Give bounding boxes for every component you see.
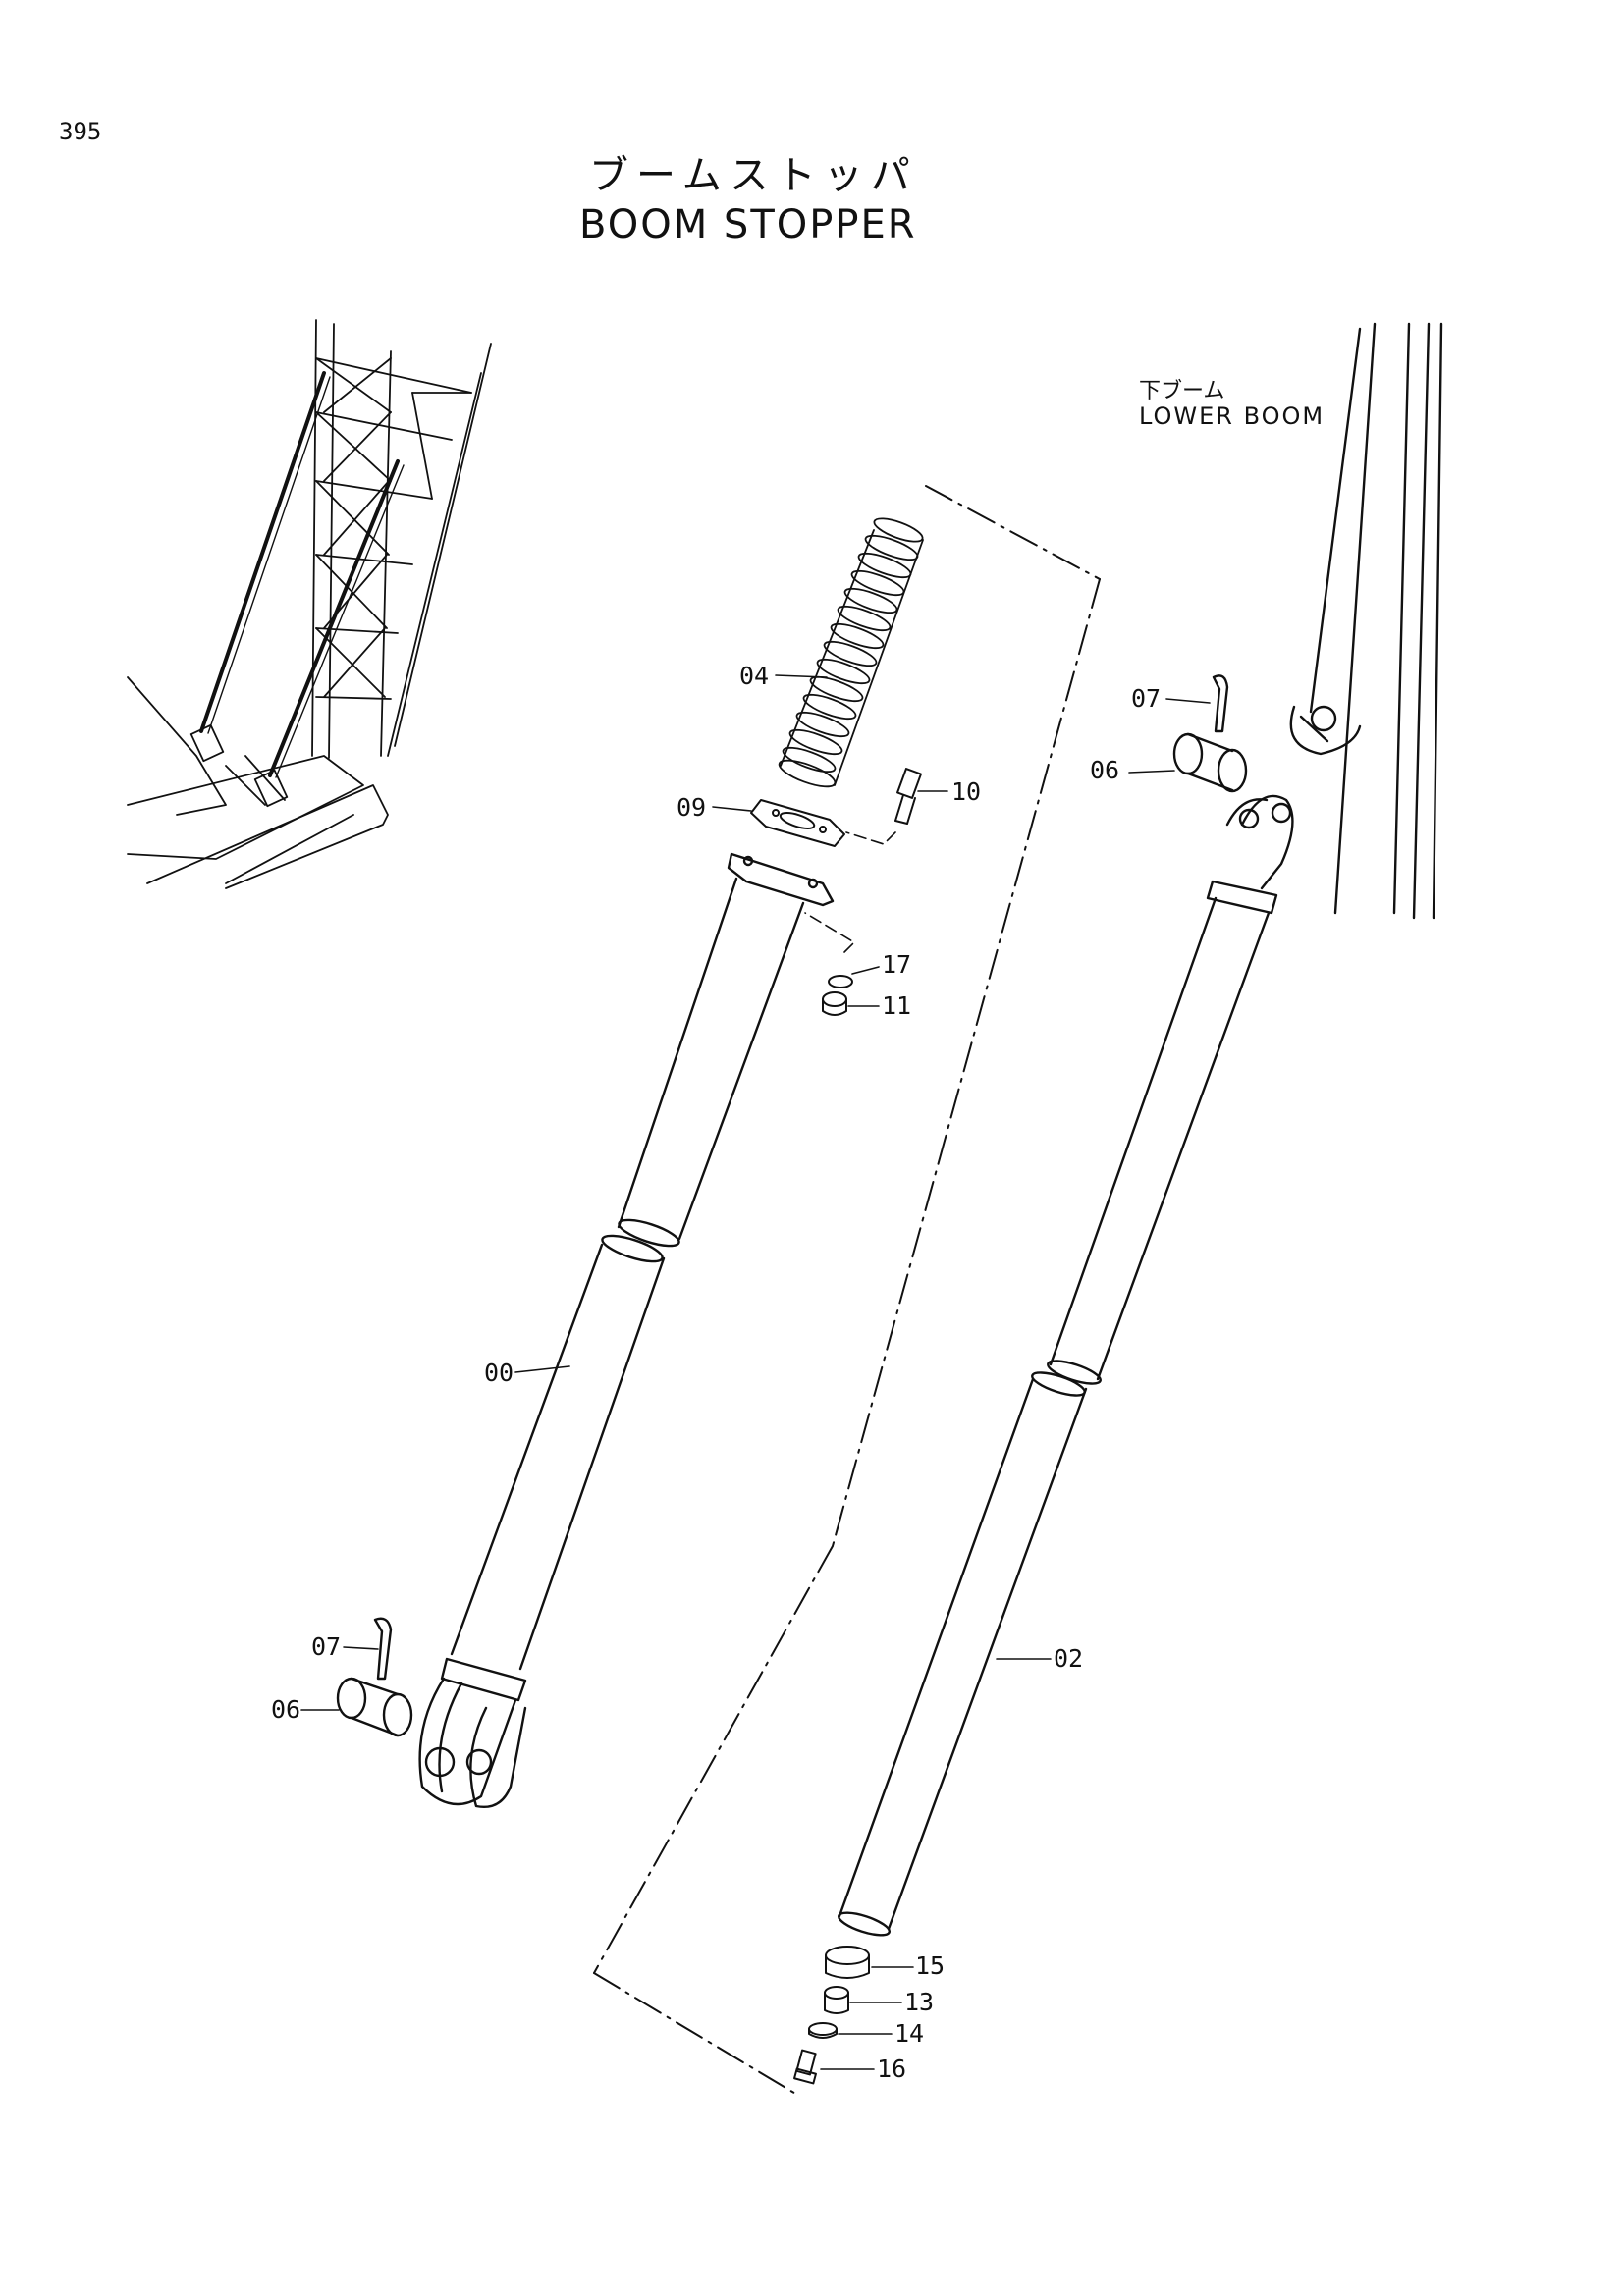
callout-10: 10 xyxy=(951,777,982,806)
callout-17: 17 xyxy=(882,950,912,979)
callout-15: 15 xyxy=(915,1951,946,1980)
assembly-frame xyxy=(593,485,1101,2096)
callout-07-right: 07 xyxy=(1131,684,1162,713)
callout-11: 11 xyxy=(882,991,912,1020)
page-number: 395 xyxy=(59,118,102,145)
lower-boom-label-japanese: 下ブーム xyxy=(1139,379,1225,403)
bottom-hardware-stack xyxy=(793,1946,870,2085)
tube-02-lower xyxy=(838,1371,1088,1937)
coil-spring-04 xyxy=(778,517,924,788)
callout-06-left: 06 xyxy=(271,1695,301,1724)
callout-leaders xyxy=(300,674,1211,2070)
tube-00-lower xyxy=(418,1234,666,1808)
callout-06-right: 06 xyxy=(1090,756,1120,784)
callout-14: 14 xyxy=(894,2019,925,2048)
spring-seat-hardware xyxy=(750,768,922,1016)
callout-00: 00 xyxy=(484,1359,514,1387)
callout-09: 09 xyxy=(677,793,707,822)
callout-02: 02 xyxy=(1054,1644,1084,1673)
callout-16: 16 xyxy=(877,2055,907,2083)
callout-07-left: 07 xyxy=(311,1632,342,1661)
tube-00-upper xyxy=(617,852,835,1248)
left-pin-and-cotter xyxy=(336,1617,413,1737)
lower-boom-label-english: LOWER BOOM xyxy=(1139,402,1326,430)
title-japanese: ブームストッパ xyxy=(589,153,918,198)
callout-13: 13 xyxy=(904,1988,935,2016)
lower-boom-outline xyxy=(1289,322,1443,920)
right-pin-and-cotter xyxy=(1172,674,1248,793)
crane-lattice-inset xyxy=(127,319,492,889)
title-english: BOOM STOPPER xyxy=(579,202,917,247)
tube-02-upper xyxy=(1047,794,1294,1385)
callout-04: 04 xyxy=(739,662,770,690)
